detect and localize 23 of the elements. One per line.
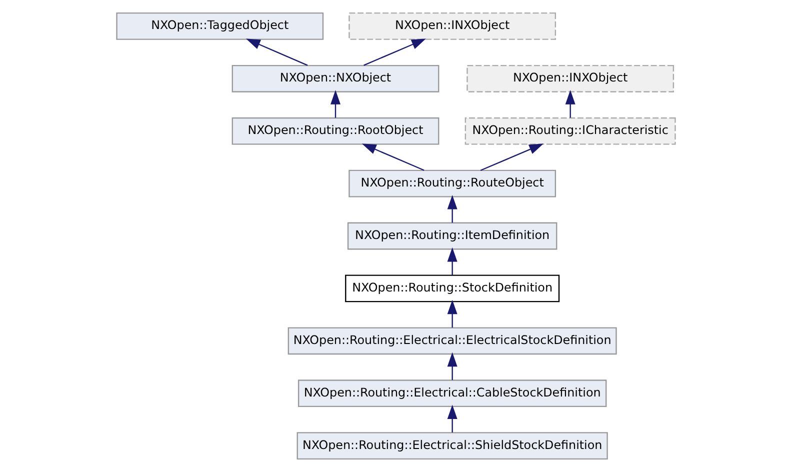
arrow <box>447 247 458 276</box>
node-box: NXOpen::Routing::ICharacteristic <box>464 117 676 145</box>
arrow <box>447 194 458 223</box>
node-box: NXOpen::Routing::RouteObject <box>348 170 556 198</box>
arrow <box>480 144 544 171</box>
arrow <box>447 404 458 432</box>
node-box: NXOpen::TaggedObject <box>116 12 324 40</box>
arrow <box>447 300 458 328</box>
arrow <box>364 38 426 66</box>
arrow <box>330 90 341 118</box>
arrow <box>362 144 424 171</box>
arrow <box>447 352 458 380</box>
node-box: NXOpen::Routing::Electrical::CableStockDefinition <box>298 380 607 408</box>
arrow <box>565 90 576 118</box>
arrow <box>246 38 308 66</box>
node-box: NXOpen::Routing::StockDefinition <box>345 274 560 302</box>
node-box: NXOpen::Routing::RootObject <box>232 117 440 145</box>
node-box: NXOpen::INXObject <box>466 64 674 92</box>
node-box: NXOpen::Routing::Electrical::ElectricalStockDefinition <box>288 327 617 355</box>
node-box: NXOpen::Routing::ItemDefinition <box>347 222 558 250</box>
node-box: NXOpen::Routing::Electrical::ShieldStockDefinition <box>296 432 608 460</box>
node-box: NXOpen::INXObject <box>348 12 556 40</box>
node-box: NXOpen::NXObject <box>232 64 440 92</box>
